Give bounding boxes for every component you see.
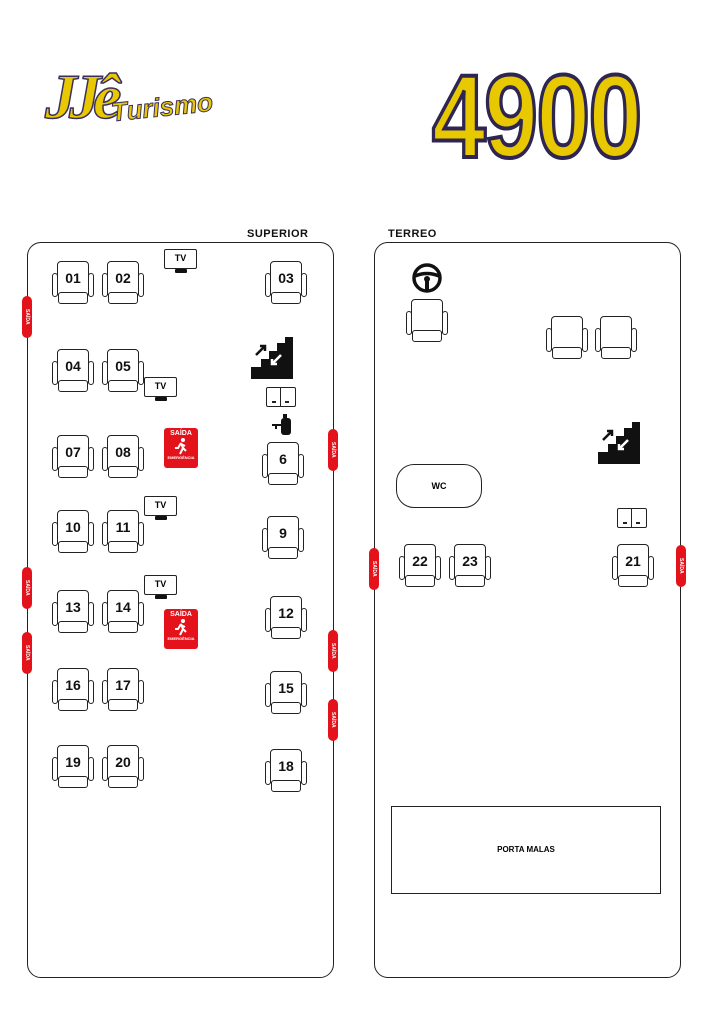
seat-number: 17: [115, 677, 131, 693]
seat-number: 22: [412, 553, 428, 569]
door-icon: [266, 387, 296, 407]
seat[interactable]: 22: [399, 544, 441, 588]
running-man-icon: [175, 438, 187, 455]
upper-deck-title: SUPERIOR: [247, 228, 309, 240]
seat-number: 05: [115, 358, 131, 374]
exit-sublabel: EMERGÊNCIA: [167, 455, 195, 460]
seat[interactable]: 11: [102, 510, 144, 554]
side-emergency-exit[interactable]: SAÍDA EMERGÊNCIA: [676, 545, 686, 587]
seat[interactable]: 18: [265, 749, 307, 793]
seat-number: 23: [462, 553, 478, 569]
exit-label: SAÍDA: [170, 430, 192, 437]
seat[interactable]: 10: [52, 510, 94, 554]
water-dispenser-icon: [272, 414, 291, 435]
driver-seat: [406, 299, 448, 343]
seat-number: 11: [115, 519, 131, 535]
seat-number: 6: [279, 451, 287, 467]
side-emergency-exit[interactable]: SAÍDA EMERGÊNCIA: [328, 630, 338, 672]
running-man-icon: [175, 619, 187, 636]
seat-number: 14: [115, 599, 131, 615]
seat-number: 15: [278, 680, 294, 696]
seat-number: 13: [65, 599, 81, 615]
seat[interactable]: 05: [102, 349, 144, 393]
side-emergency-exit[interactable]: SAÍDA EMERGÊNCIA: [22, 567, 32, 609]
exit-sublabel: EMERGÊNCIA: [167, 636, 195, 641]
seat[interactable]: 6: [262, 442, 304, 486]
seat-number: 20: [115, 754, 131, 770]
seat-number: 04: [65, 358, 81, 374]
seat[interactable]: 17: [102, 668, 144, 712]
tv-icon: TV: [164, 249, 197, 273]
crew-seat[interactable]: [595, 316, 637, 360]
seat-number: 12: [278, 605, 294, 621]
seat-number: 16: [65, 677, 81, 693]
luggage-compartment: PORTA MALAS: [391, 806, 661, 894]
seat[interactable]: 04: [52, 349, 94, 393]
tv-icon: TV: [144, 377, 177, 401]
seat[interactable]: 01: [52, 261, 94, 305]
company-logo: JJê Turismo: [44, 61, 235, 142]
side-emergency-exit[interactable]: SAÍDA EMERGÊNCIA: [22, 296, 32, 338]
seat-number: 08: [115, 444, 131, 460]
exit-label: SAÍDA: [170, 611, 192, 618]
seat-number: 10: [65, 519, 81, 535]
logo-jje: JJê: [44, 61, 122, 133]
side-emergency-exit[interactable]: SAÍDA EMERGÊNCIA: [328, 699, 338, 741]
door-icon: [617, 508, 647, 528]
seat[interactable]: 02: [102, 261, 144, 305]
seat[interactable]: 20: [102, 745, 144, 789]
seat[interactable]: 13: [52, 590, 94, 634]
lower-deck-panel: [374, 242, 681, 978]
emergency-exit-sign: SAÍDA EMERGÊNCIA: [164, 428, 198, 468]
wc-restroom: WC: [396, 464, 482, 508]
seat[interactable]: 15: [265, 671, 307, 715]
seat[interactable]: 03: [265, 261, 307, 305]
seat-number: 9: [279, 525, 287, 541]
steering-wheel-icon: [412, 263, 442, 293]
seat[interactable]: 16: [52, 668, 94, 712]
side-emergency-exit[interactable]: SAÍDA EMERGÊNCIA: [22, 632, 32, 674]
seat[interactable]: 21: [612, 544, 654, 588]
stairs-icon: [251, 337, 293, 379]
seat[interactable]: 9: [262, 516, 304, 560]
seat-number: 02: [115, 270, 131, 286]
tv-icon: TV: [144, 575, 177, 599]
seat[interactable]: 12: [265, 596, 307, 640]
emergency-exit-sign: SAÍDA EMERGÊNCIA: [164, 609, 198, 649]
seat-number: 03: [278, 270, 294, 286]
seat-number: 18: [278, 758, 294, 774]
side-emergency-exit[interactable]: SAÍDA EMERGÊNCIA: [328, 429, 338, 471]
bus-number: 4900: [430, 50, 644, 184]
seat[interactable]: 08: [102, 435, 144, 479]
seat[interactable]: 14: [102, 590, 144, 634]
seat-number: 01: [65, 270, 81, 286]
side-emergency-exit[interactable]: SAÍDA EMERGÊNCIA: [369, 548, 379, 590]
lower-deck-title: TERREO: [388, 228, 437, 240]
seat-number: 19: [65, 754, 81, 770]
logo-turismo: Turismo: [109, 86, 215, 128]
crew-seat[interactable]: [546, 316, 588, 360]
stairs-icon: [598, 422, 640, 464]
seat-number: 07: [65, 444, 81, 460]
seat-number: 21: [625, 553, 641, 569]
seat[interactable]: 23: [449, 544, 491, 588]
seat[interactable]: 07: [52, 435, 94, 479]
tv-icon: TV: [144, 496, 177, 520]
seat[interactable]: 19: [52, 745, 94, 789]
